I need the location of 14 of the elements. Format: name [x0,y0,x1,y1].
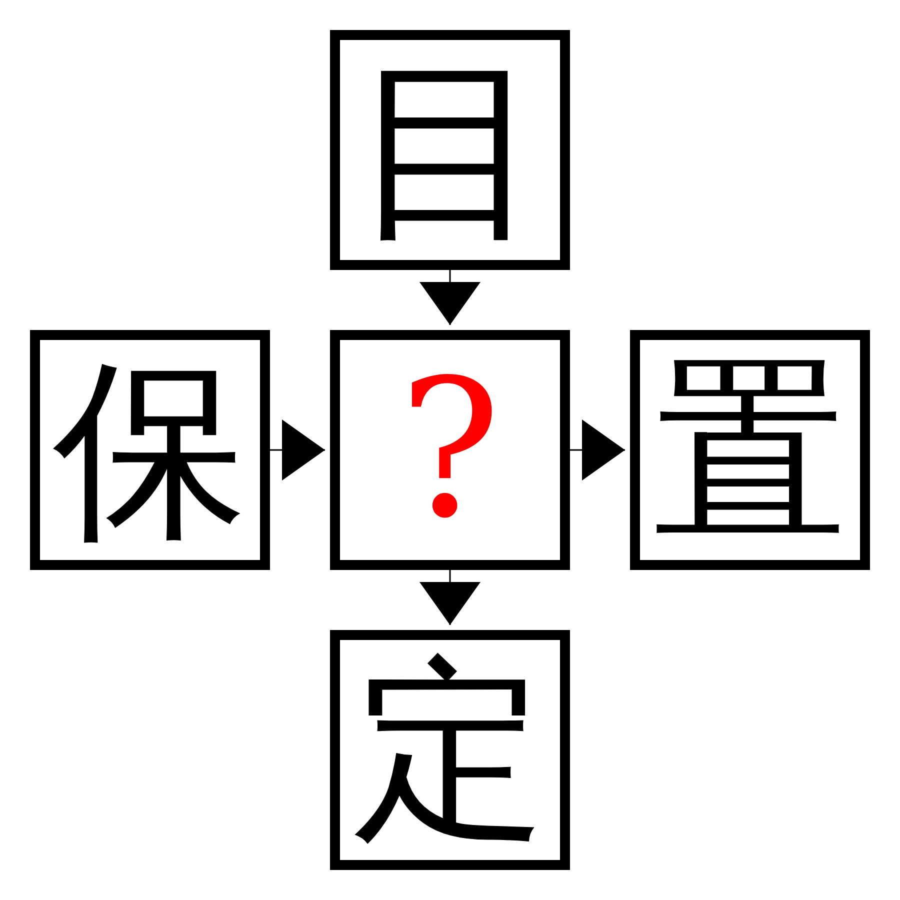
arrow [420,270,480,325]
arrow [420,570,480,625]
character-box [630,330,870,570]
character-box [30,330,270,570]
kanji-character: 定 [353,653,547,847]
arrow [570,420,625,480]
kanji-character: 保 [53,353,247,547]
arrow [270,420,325,480]
character-box [330,30,570,270]
kanji-character: 置 [653,353,847,547]
kanji-character: 目 [353,53,547,247]
answer-box [330,330,570,570]
character-box [330,630,570,870]
question-mark: ? [399,355,501,545]
